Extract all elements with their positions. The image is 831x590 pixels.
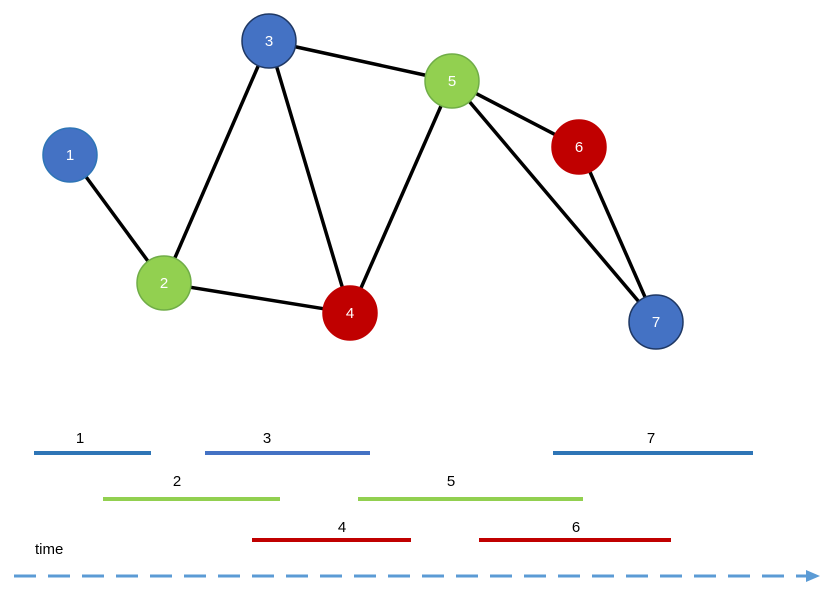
node-5-label: 5 [448,73,456,90]
interval-6: 6 [479,519,671,542]
interval-6-label: 6 [572,519,580,536]
interval-7-label: 7 [647,430,655,447]
interval-3: 3 [205,430,370,455]
interval-1: 1 [34,430,151,455]
edge-5-7 [468,100,640,303]
node-3-label: 3 [265,33,273,50]
node-4-circle [322,285,378,341]
timeline-intervals: 1 3 7 2 5 4 6 [34,430,753,542]
node-4-label: 4 [346,305,354,322]
interval-2-label: 2 [173,473,181,490]
interval-5-label: 5 [447,473,455,490]
edge-2-3 [173,65,260,259]
time-axis-label: time [35,541,63,558]
interval-3-label: 3 [263,430,271,447]
node-5-circle [424,53,480,109]
interval-4-label: 4 [338,519,346,536]
interval-4: 4 [252,519,411,542]
interval-5: 5 [358,473,583,501]
edge-5-6 [475,91,556,137]
node-3-circle [241,13,297,69]
edge-6-7 [588,171,647,298]
interval-7: 7 [553,430,753,455]
edge-3-4 [275,66,344,288]
graph-nodes: 1 2 3 4 5 6 7 [42,13,684,350]
node-5: 5 [424,53,480,109]
edge-4-5 [359,105,443,289]
edge-2-4 [190,285,324,311]
node-7-circle [628,294,684,350]
node-2: 2 [136,255,192,311]
node-6-circle [551,119,607,175]
graph-edges [84,45,647,311]
node-6-label: 6 [575,139,583,156]
interval-1-label: 1 [76,430,84,447]
node-1-label: 1 [66,147,74,164]
node-2-label: 2 [160,275,168,292]
interval-2: 2 [103,473,280,501]
node-7: 7 [628,294,684,350]
edge-3-5 [295,45,426,77]
node-6: 6 [551,119,607,175]
node-7-label: 7 [652,314,660,331]
node-2-circle [136,255,192,311]
node-1-circle [42,127,98,183]
node-1: 1 [42,127,98,183]
edge-1-2 [84,175,150,263]
node-3: 3 [241,13,297,69]
node-4: 4 [322,285,378,341]
time-axis-arrow [14,570,820,582]
